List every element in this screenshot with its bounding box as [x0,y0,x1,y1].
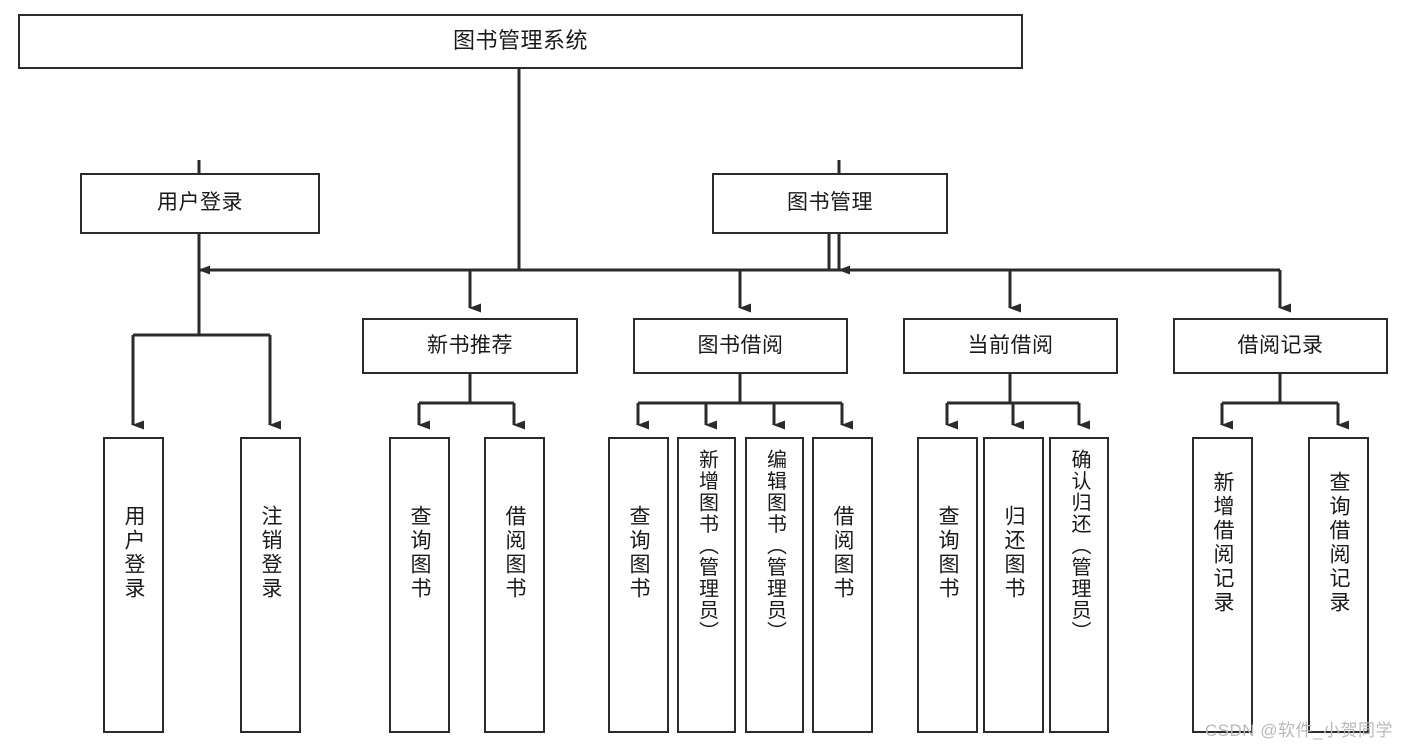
node-label: 借阅图书 [831,505,854,601]
node-book-borrow[interactable]: 图书借阅 [633,318,848,374]
node-user-login[interactable]: 用户登录 [80,173,320,234]
leaf-return-book[interactable]: 归还图书 [983,437,1044,733]
node-label: 图书借阅 [697,333,784,357]
node-label: 查询借阅记录 [1327,471,1350,615]
leaf-add-borrow-record[interactable]: 新增借阅记录 [1192,437,1253,733]
node-label: 查询图书 [408,505,431,601]
node-new-book-recommend[interactable]: 新书推荐 [362,318,578,374]
node-root-book-management-system[interactable]: 图书管理系统 [18,14,1023,69]
node-label: 归还图书 [1002,505,1025,601]
node-label: 新增借阅记录 [1211,471,1234,615]
node-label: 借阅图书 [503,505,526,601]
node-label: 新书推荐 [427,333,513,357]
node-current-borrow[interactable]: 当前借阅 [903,318,1118,374]
node-label: 图书管理系统 [452,28,588,54]
node-label: 借阅记录 [1237,333,1324,357]
leaf-user-login[interactable]: 用户登录 [103,437,164,733]
node-label: 新增图书（管理员） [695,449,718,643]
leaf-borrow-book-new-rec[interactable]: 借阅图书 [484,437,545,733]
node-label: 查询图书 [936,505,959,601]
leaf-query-borrow-record[interactable]: 查询借阅记录 [1308,437,1369,733]
node-label: 图书管理 [787,191,873,215]
leaf-confirm-return-admin[interactable]: 确认归还（管理员） [1049,437,1109,733]
leaf-add-book-admin[interactable]: 新增图书（管理员） [677,437,736,733]
leaf-query-book-borrow[interactable]: 查询图书 [608,437,669,733]
node-label: 注销登录 [259,505,282,601]
node-label: 查询图书 [627,505,650,601]
node-label: 用户登录 [157,191,243,215]
node-label: 确认归还（管理员） [1068,449,1090,643]
leaf-query-book-new-rec[interactable]: 查询图书 [389,437,450,733]
node-borrow-record[interactable]: 借阅记录 [1173,318,1388,374]
node-label: 用户登录 [122,505,145,601]
leaf-query-book-current[interactable]: 查询图书 [917,437,978,733]
node-label: 当前借阅 [967,333,1054,357]
node-label: 编辑图书（管理员） [763,449,786,643]
leaf-user-logout[interactable]: 注销登录 [240,437,301,733]
node-book-management[interactable]: 图书管理 [712,173,948,234]
leaf-edit-book-admin[interactable]: 编辑图书（管理员） [745,437,804,733]
leaf-borrow-book[interactable]: 借阅图书 [812,437,873,733]
csdn-watermark: CSDN @软件_小贺同学 [1204,721,1393,740]
